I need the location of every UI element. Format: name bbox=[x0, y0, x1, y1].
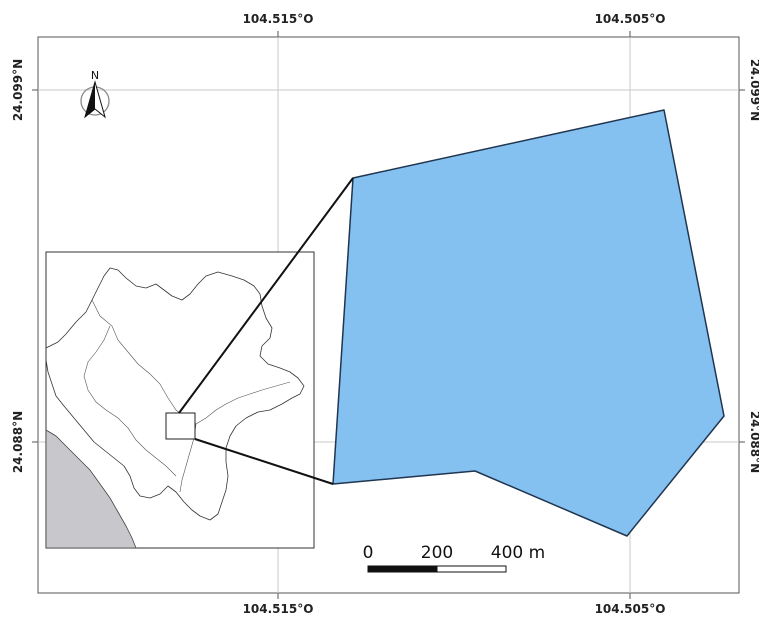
scale-bar-segment-black bbox=[367, 565, 438, 573]
inset-locator-box bbox=[165, 412, 196, 440]
sea-area bbox=[46, 429, 137, 548]
top-lon-label-1: 104.515°O bbox=[243, 12, 314, 26]
frame-ticks bbox=[32, 31, 745, 599]
connector-line-bottom bbox=[194, 438, 334, 485]
right-lat-label-1: 24.099°N bbox=[748, 59, 759, 121]
connector-line-top bbox=[178, 177, 354, 414]
north-arrow-label: N bbox=[91, 69, 99, 82]
scale-bar-segment-white bbox=[436, 565, 507, 573]
north-arrow-dark-half bbox=[85, 82, 95, 117]
scale-tick-200: 200 bbox=[421, 543, 453, 563]
left-lat-label-1: 24.099°N bbox=[11, 59, 25, 121]
top-lon-label-2: 104.505°O bbox=[595, 12, 666, 26]
study-area-polygon bbox=[332, 109, 725, 537]
inset-map bbox=[45, 251, 315, 549]
bottom-lon-label-2: 104.505°O bbox=[595, 602, 666, 616]
north-arrow: N bbox=[80, 69, 110, 119]
scale-tick-0: 0 bbox=[363, 543, 374, 563]
bottom-lon-label-1: 104.515°O bbox=[243, 602, 314, 616]
scale-tick-400: 400 m bbox=[491, 543, 545, 563]
scale-bar: 0 200 400 m bbox=[363, 543, 545, 573]
subregion-line-2 bbox=[83, 325, 177, 477]
region-outline bbox=[46, 267, 305, 521]
right-lat-label-2: 24.088°N bbox=[748, 411, 759, 473]
left-lat-label-2: 24.088°N bbox=[11, 411, 25, 473]
